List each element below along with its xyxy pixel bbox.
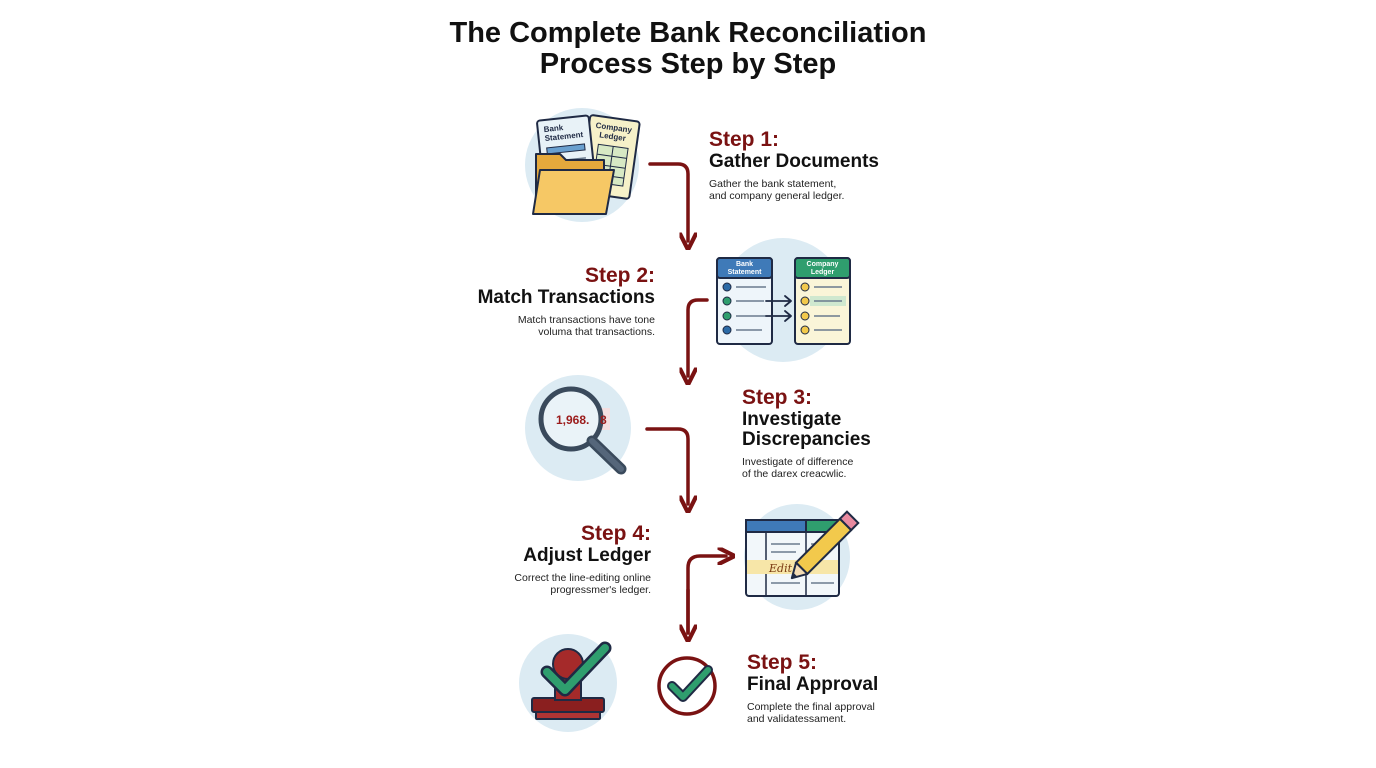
magnifier-value-tail: 8 — [600, 413, 607, 427]
step-4: Step 4: Adjust Ledger Correct the line-e… — [440, 522, 651, 596]
step-3-label: Step 3: — [742, 386, 813, 409]
company-ledger-doc-text: CompanyLedger — [594, 121, 633, 144]
magnifier-value: 1,968. — [556, 413, 589, 427]
flow-arrow-4 — [686, 556, 726, 635]
step-1-name: Gather Documents — [709, 151, 879, 172]
documents-folder-icon: CompanyLedger BankStatement — [525, 108, 641, 222]
step-1-label: Step 1: — [709, 128, 780, 151]
step-2-label: Step 2: — [584, 264, 655, 287]
ledger-edit-icon: Edit — [744, 504, 860, 610]
page-title: The Complete Bank Reconciliation Process… — [449, 17, 927, 80]
flow-arrow-2 — [688, 298, 709, 376]
step-4-label: Step 4: — [580, 522, 651, 545]
step-2-name: Match Transactions — [477, 287, 655, 308]
step-4-name: Adjust Ledger — [523, 545, 651, 566]
check-circle-icon — [657, 656, 717, 716]
step-5-desc: Complete the final approval and validate… — [747, 701, 875, 725]
step-1-desc: Gather the bank statement, and company g… — [709, 178, 845, 202]
bank-statement-doc-text: BankStatement — [543, 121, 584, 143]
step-3-desc: Investigate of difference of the darex c… — [742, 456, 854, 480]
flow-arrow-1 — [648, 162, 688, 241]
step-2: Step 2: Match Transactions Match transac… — [440, 264, 655, 338]
magnifier-icon: 1,968. 8 — [525, 375, 631, 481]
step-5-label: Step 5: — [747, 651, 818, 674]
step-2-desc: Match transactions have tone voluma that… — [517, 314, 655, 338]
step-5-name: Final Approval — [747, 674, 879, 695]
step-3: Step 3: Investigate Discrepancies Invest… — [742, 386, 871, 480]
approval-stamp-icon — [519, 634, 617, 732]
step-3-name: Investigate Discrepancies — [742, 409, 871, 450]
edit-label: Edit — [768, 562, 793, 575]
step-4-desc: Correct the line-editing online progress… — [514, 572, 651, 596]
flow-arrow-3 — [645, 427, 688, 504]
step-5: Step 5: Final Approval Complete the fina… — [747, 651, 878, 725]
step-1: Step 1: Gather Documents Gather the bank… — [709, 128, 879, 202]
